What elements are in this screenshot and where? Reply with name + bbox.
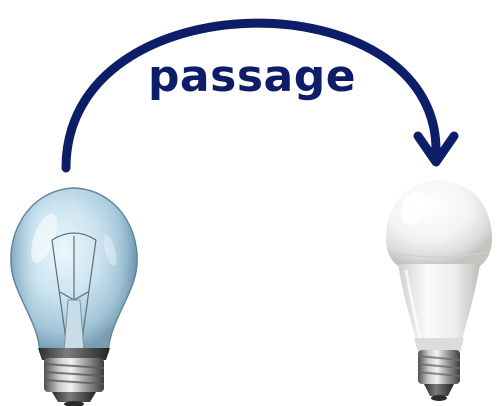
incandescent-bulb bbox=[10, 187, 138, 406]
arrow-arc bbox=[61, 18, 441, 173]
caption-passage: passage bbox=[147, 51, 357, 102]
arrow-head bbox=[413, 131, 459, 167]
led-bulb bbox=[386, 180, 492, 401]
